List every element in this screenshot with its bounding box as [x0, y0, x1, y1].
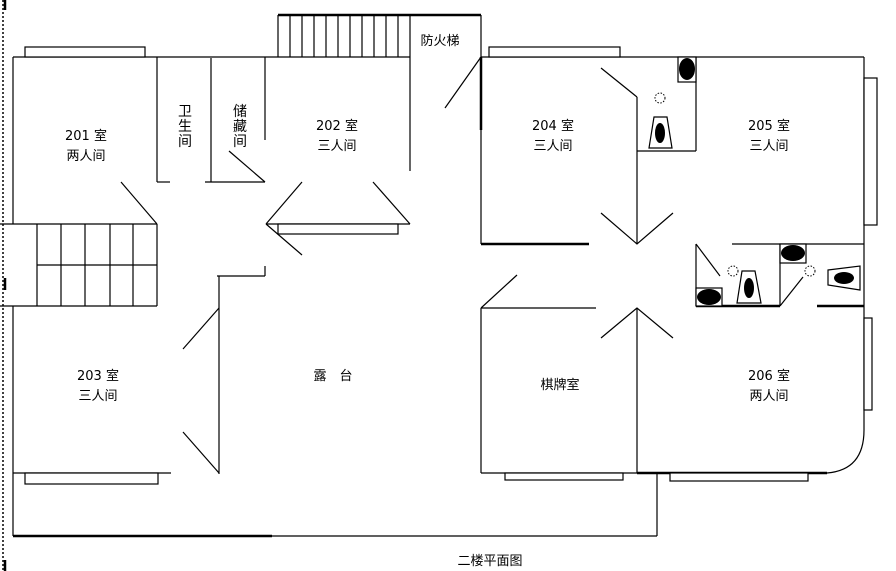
- window-201: [24, 46, 146, 58]
- window-204: [488, 46, 621, 58]
- window-203: [24, 472, 159, 485]
- window-206: [669, 472, 809, 482]
- window-206-side: [863, 317, 873, 411]
- card-room-door: [480, 274, 518, 309]
- storage-label-1: 储: [233, 104, 247, 120]
- bathroom-label-1: 卫: [178, 104, 192, 120]
- bathroom-label-3: 间: [178, 134, 192, 150]
- window-205: [863, 77, 878, 226]
- fire-escape-stairs: [277, 13, 483, 130]
- storage-label-3: 间: [233, 134, 247, 150]
- room-202-number: 202 室: [316, 118, 358, 134]
- fire-escape-label: 防火梯: [420, 33, 459, 49]
- room-201-number: 201 室: [65, 128, 107, 144]
- fixtures: [648, 56, 861, 307]
- room-205-type: 三人间: [749, 139, 788, 154]
- toilet-icon: [648, 116, 673, 149]
- door-201: [120, 181, 158, 225]
- window-card-room: [504, 472, 624, 481]
- room-201-type: 两人间: [66, 149, 105, 164]
- drain-icon: [804, 265, 816, 277]
- door-202-left: [265, 181, 303, 225]
- room-206-type: 两人间: [749, 389, 788, 404]
- storage-door: [228, 150, 266, 183]
- room-204-type: 三人间: [533, 139, 572, 154]
- room-206-number: 206 室: [748, 368, 790, 384]
- window-202: [277, 223, 399, 235]
- walls-left: [0, 46, 658, 538]
- door-203-top: [182, 307, 220, 350]
- door-206: [600, 307, 674, 339]
- storage-label-2: 藏: [233, 119, 247, 135]
- bathroom-label-2: 生: [178, 119, 192, 135]
- room-204-number: 204 室: [532, 118, 574, 134]
- plan-title: 二楼平面图: [457, 554, 522, 569]
- fire-escape-door: [444, 56, 482, 109]
- drain-icon: [654, 92, 666, 104]
- door-202-right: [372, 181, 411, 225]
- room-203-number: 203 室: [77, 368, 119, 384]
- bath-204-door: [600, 67, 638, 98]
- drain-icon: [727, 265, 739, 277]
- door-203-bottom: [182, 431, 220, 474]
- door-204-205: [600, 212, 674, 245]
- toilet-icon: [736, 270, 762, 304]
- room-205-number: 205 室: [748, 118, 790, 134]
- main-stairs: [0, 224, 158, 307]
- walls-right: [480, 46, 878, 482]
- terrace-label: 露 台: [313, 369, 352, 384]
- card-room-label: 棋牌室: [540, 377, 579, 393]
- sink-icon: [827, 265, 861, 291]
- room-202-type: 三人间: [317, 139, 356, 154]
- room-203-type: 三人间: [78, 389, 117, 404]
